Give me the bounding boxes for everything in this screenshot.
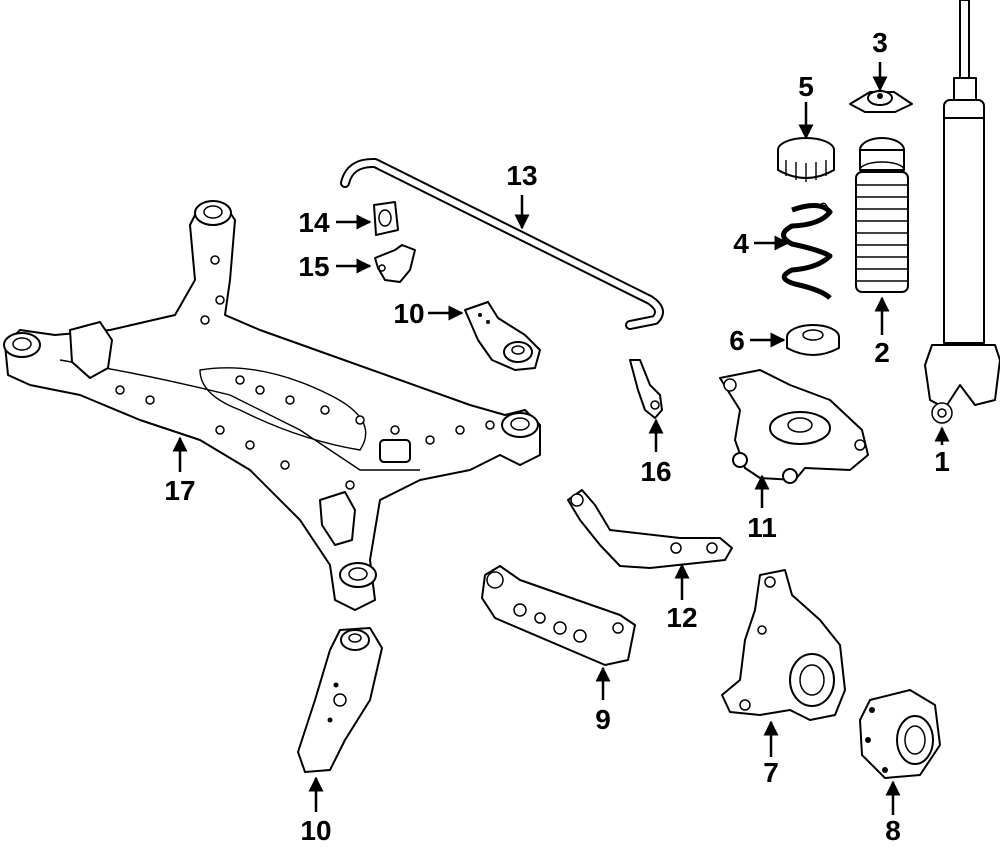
stabilizer-bushing [373, 201, 399, 236]
callout-16: 16 [640, 456, 671, 487]
wheel-hub [859, 689, 941, 779]
steering-knuckle [721, 569, 846, 721]
callout-5: 5 [798, 71, 814, 102]
lower-spring-seat [786, 324, 840, 356]
callout-10-lower: 10 [300, 815, 331, 846]
callout-15: 15 [298, 251, 329, 282]
upper-spring-seat [777, 137, 835, 182]
callout-arrows [172, 62, 950, 815]
rear-knuckle-upper [719, 369, 869, 484]
coil-spring [781, 202, 833, 300]
strut-mount [849, 90, 913, 113]
callout-4: 4 [733, 228, 749, 259]
callout-17: 17 [164, 475, 195, 506]
callout-10-upper: 10 [393, 298, 424, 329]
callout-6: 6 [729, 325, 745, 356]
callout-2: 2 [874, 337, 890, 368]
callout-7: 7 [763, 757, 779, 788]
stabilizer-link [629, 359, 663, 419]
rear-subframe [3, 200, 541, 611]
callout-9: 9 [595, 704, 611, 735]
upper-lateral-link [464, 301, 541, 371]
callout-3: 3 [872, 27, 888, 58]
upper-control-arm [567, 489, 733, 569]
callout-12: 12 [666, 602, 697, 633]
callout-11: 11 [747, 512, 777, 543]
shock-absorber [924, 0, 1000, 424]
dust-boot [855, 137, 909, 293]
callout-8: 8 [885, 815, 901, 846]
callout-1: 1 [934, 446, 950, 477]
stabilizer-bracket [374, 244, 416, 283]
callout-14: 14 [298, 207, 330, 238]
callout-13: 13 [506, 160, 537, 191]
stabilizer-bar [340, 157, 664, 330]
lower-trailing-arm [297, 627, 383, 773]
callout-labels: 1 2 3 4 5 6 7 8 9 10 10 11 12 13 14 15 1… [164, 27, 949, 846]
lower-control-arm [481, 565, 636, 666]
